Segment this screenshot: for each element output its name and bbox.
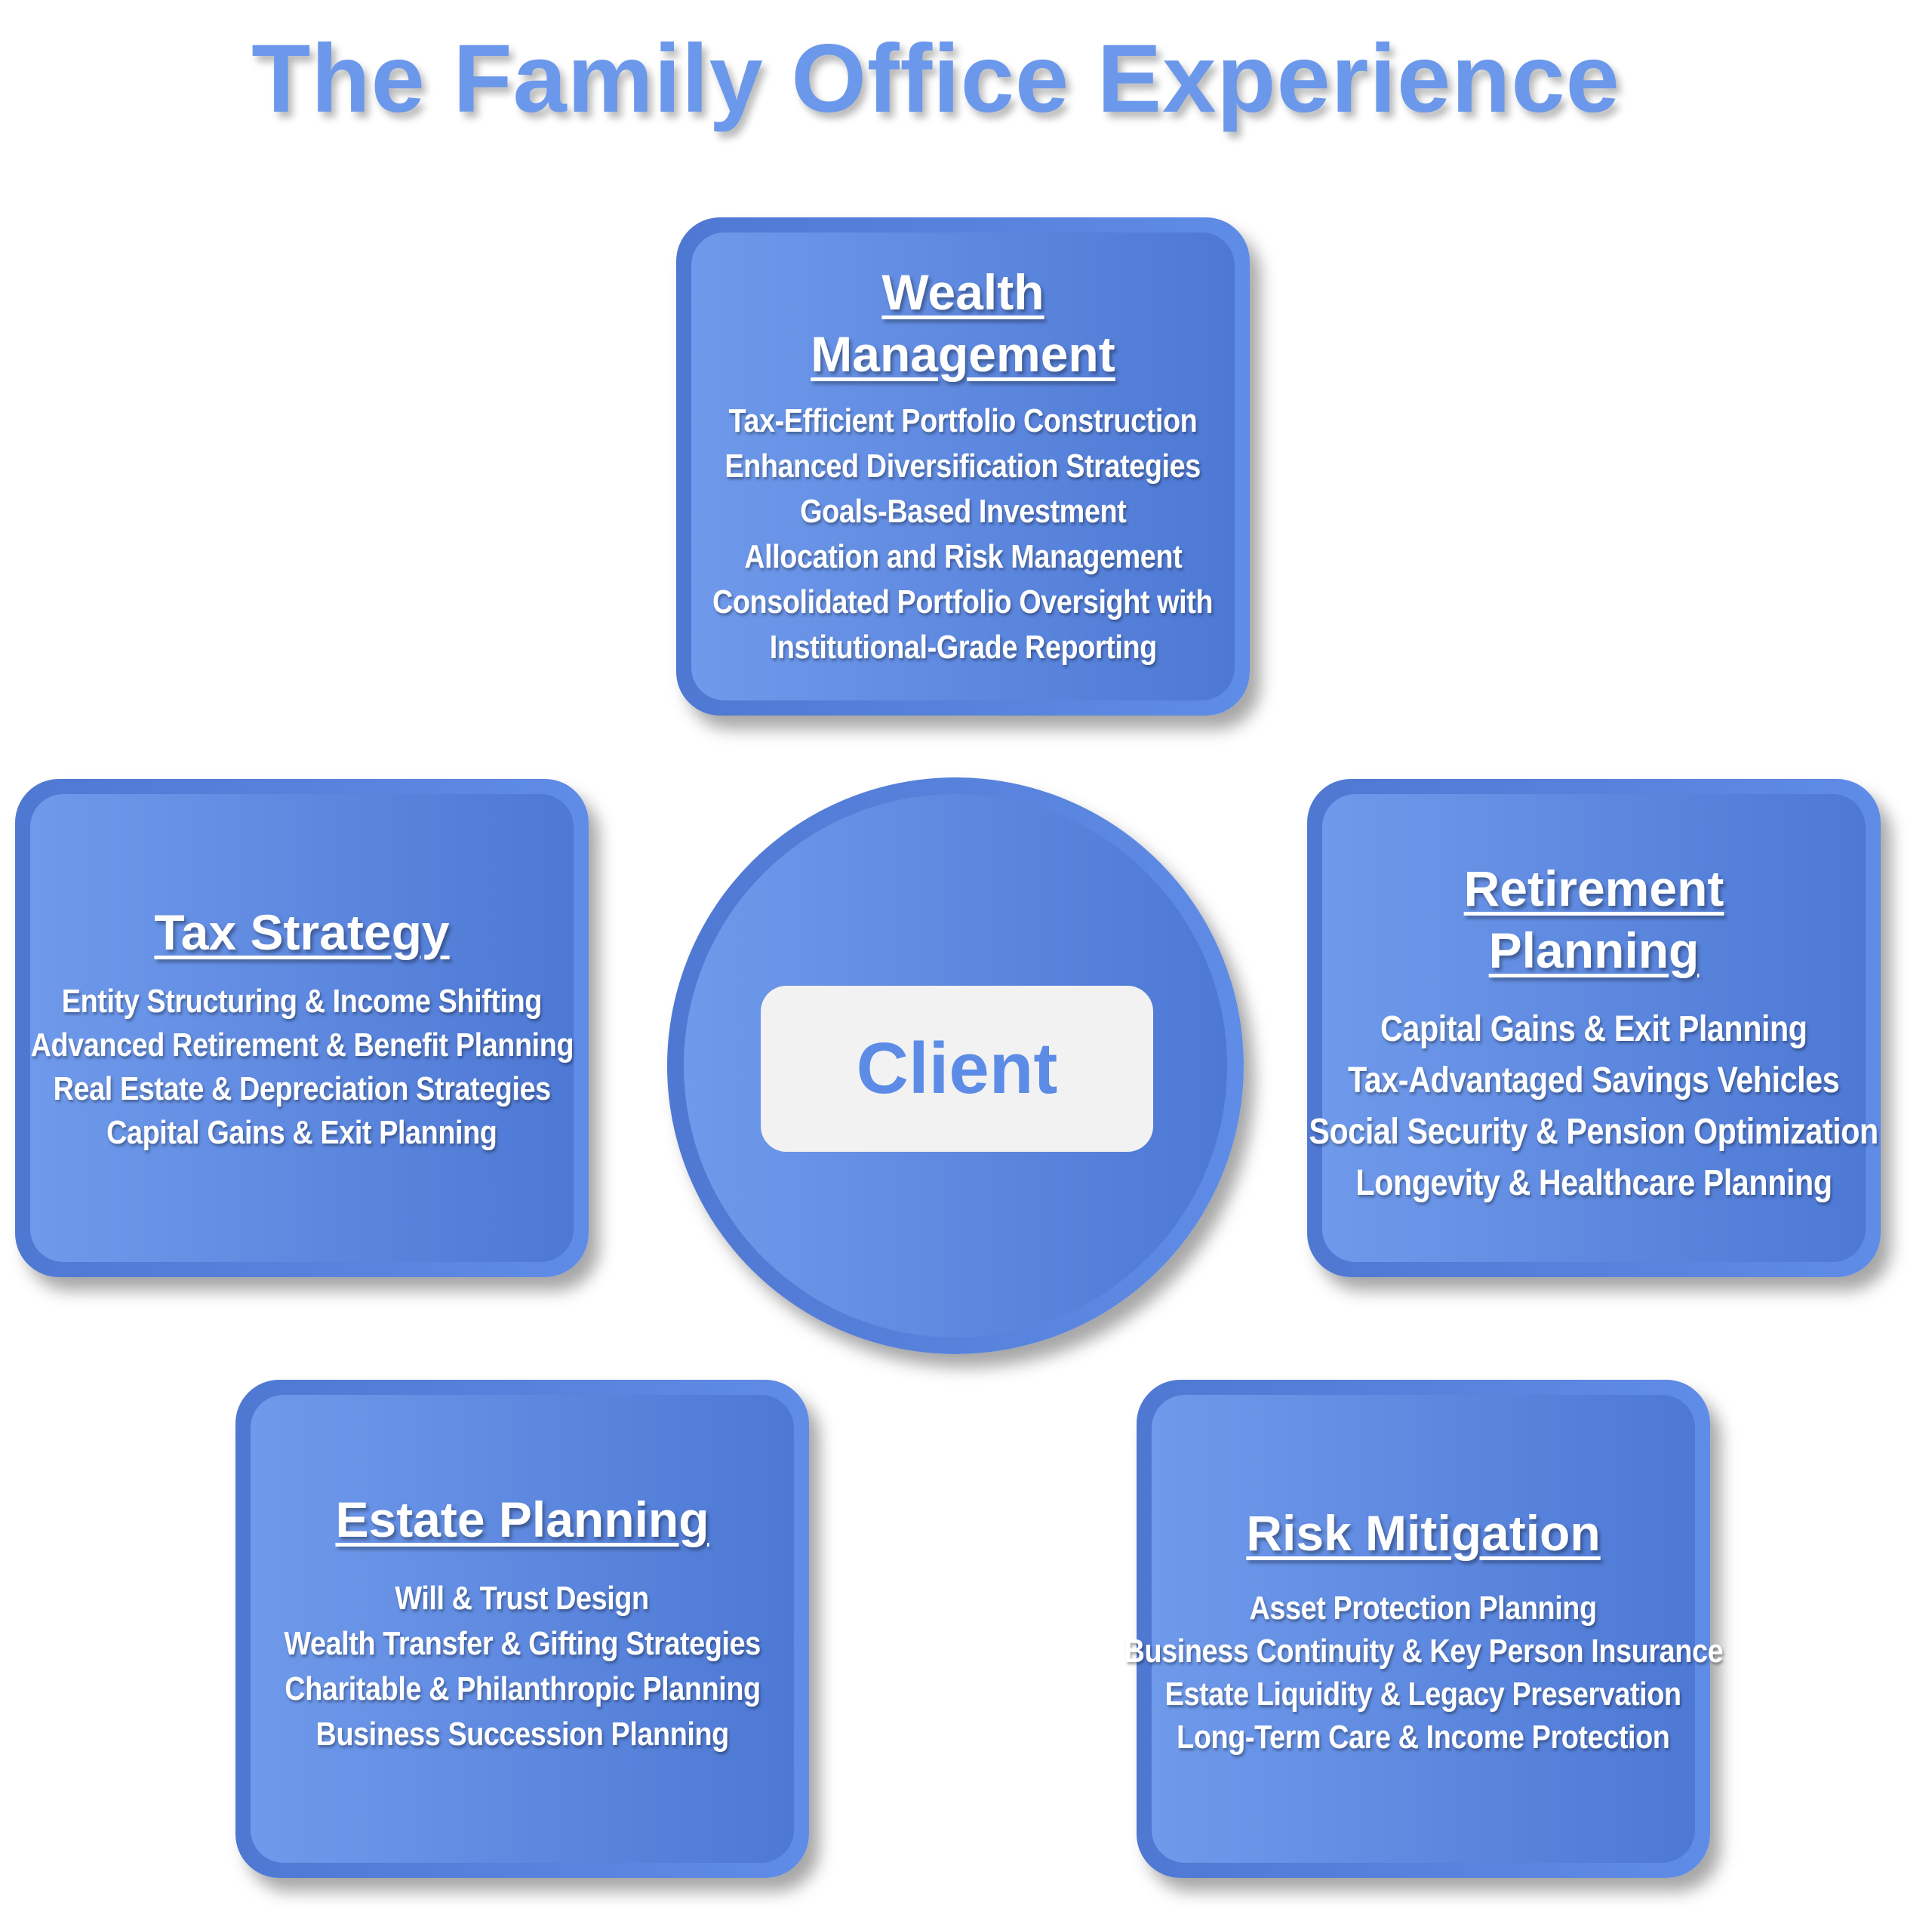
wealth-management-item: Allocation and Risk Management <box>743 538 1183 575</box>
tax-strategy-item: Entity Structuring & Income Shifting <box>61 983 543 1020</box>
client-label: Client <box>856 1028 1058 1109</box>
client-label-pill: Client <box>761 986 1153 1152</box>
estate-planning-item: Business Succession Planning <box>315 1716 729 1753</box>
retirement-planning-title-line-2: Planning <box>1488 922 1700 978</box>
risk-mitigation-item: Business Continuity & Key Person Insuran… <box>1124 1633 1723 1670</box>
risk-mitigation-item: Estate Liquidity & Legacy Preservation <box>1165 1676 1681 1713</box>
page-title: The Family Office Experience <box>251 25 1620 133</box>
risk-mitigation-title: Risk Mitigation <box>1246 1502 1600 1564</box>
wealth-management-title-line-1: Wealth <box>881 264 1044 320</box>
estate-planning-title: Estate Planning <box>335 1488 709 1550</box>
estate-planning-item: Will & Trust Design <box>395 1580 650 1617</box>
wealth-management-item: Enhanced Diversification Strategies <box>724 448 1201 485</box>
tax-strategy-box: Tax Strategy Entity Structuring & Income… <box>15 779 589 1277</box>
estate-planning-item: Charitable & Philanthropic Planning <box>284 1670 761 1707</box>
wealth-management-box: Wealth Management Tax-Efficient Portfoli… <box>676 217 1250 716</box>
wealth-management-box-inner: Wealth Management Tax-Efficient Portfoli… <box>691 232 1235 700</box>
retirement-planning-title: Retirement Planning <box>1464 857 1724 981</box>
risk-mitigation-title-line-1: Risk Mitigation <box>1246 1505 1601 1561</box>
wealth-management-title-line-2: Management <box>811 326 1115 382</box>
wealth-management-title: Wealth Management <box>811 261 1115 385</box>
wealth-management-item: Consolidated Portfolio Oversight with <box>712 583 1214 620</box>
estate-planning-box-inner: Estate Planning Will & Trust Design Weal… <box>251 1395 794 1863</box>
tax-strategy-item: Real Estate & Depreciation Strategies <box>53 1070 551 1107</box>
tax-strategy-box-inner: Tax Strategy Entity Structuring & Income… <box>30 794 574 1262</box>
risk-mitigation-box: Risk Mitigation Asset Protection Plannin… <box>1124 1380 1723 1878</box>
retirement-planning-item: Capital Gains & Exit Planning <box>1380 1009 1807 1049</box>
wealth-management-item: Institutional-Grade Reporting <box>769 629 1157 666</box>
retirement-planning-item: Tax-Advantaged Savings Vehicles <box>1348 1060 1840 1100</box>
retirement-planning-box: Retirement Planning Capital Gains & Exit… <box>1307 779 1881 1277</box>
tax-strategy-title-line-1: Tax Strategy <box>154 904 450 960</box>
estate-planning-title-line-1: Estate Planning <box>335 1491 709 1547</box>
risk-mitigation-item: Long-Term Care & Income Protection <box>1177 1719 1670 1756</box>
risk-mitigation-item: Asset Protection Planning <box>1249 1590 1598 1627</box>
risk-mitigation-box-inner: Risk Mitigation Asset Protection Plannin… <box>1124 1395 1723 1863</box>
wealth-management-item: Tax-Efficient Portfolio Construction <box>728 402 1198 439</box>
retirement-planning-item: Social Security & Pension Optimization <box>1309 1112 1879 1152</box>
tax-strategy-item: Capital Gains & Exit Planning <box>106 1114 497 1151</box>
tax-strategy-item: Advanced Retirement & Benefit Planning <box>30 1027 574 1064</box>
estate-planning-item: Wealth Transfer & Gifting Strategies <box>284 1625 761 1662</box>
tax-strategy-title: Tax Strategy <box>154 901 449 963</box>
estate-planning-box: Estate Planning Will & Trust Design Weal… <box>235 1380 809 1878</box>
retirement-planning-item: Longevity & Healthcare Planning <box>1355 1163 1832 1203</box>
retirement-planning-box-inner: Retirement Planning Capital Gains & Exit… <box>1309 794 1879 1262</box>
wealth-management-item: Goals-Based Investment <box>799 493 1127 530</box>
retirement-planning-title-line-1: Retirement <box>1463 860 1724 916</box>
